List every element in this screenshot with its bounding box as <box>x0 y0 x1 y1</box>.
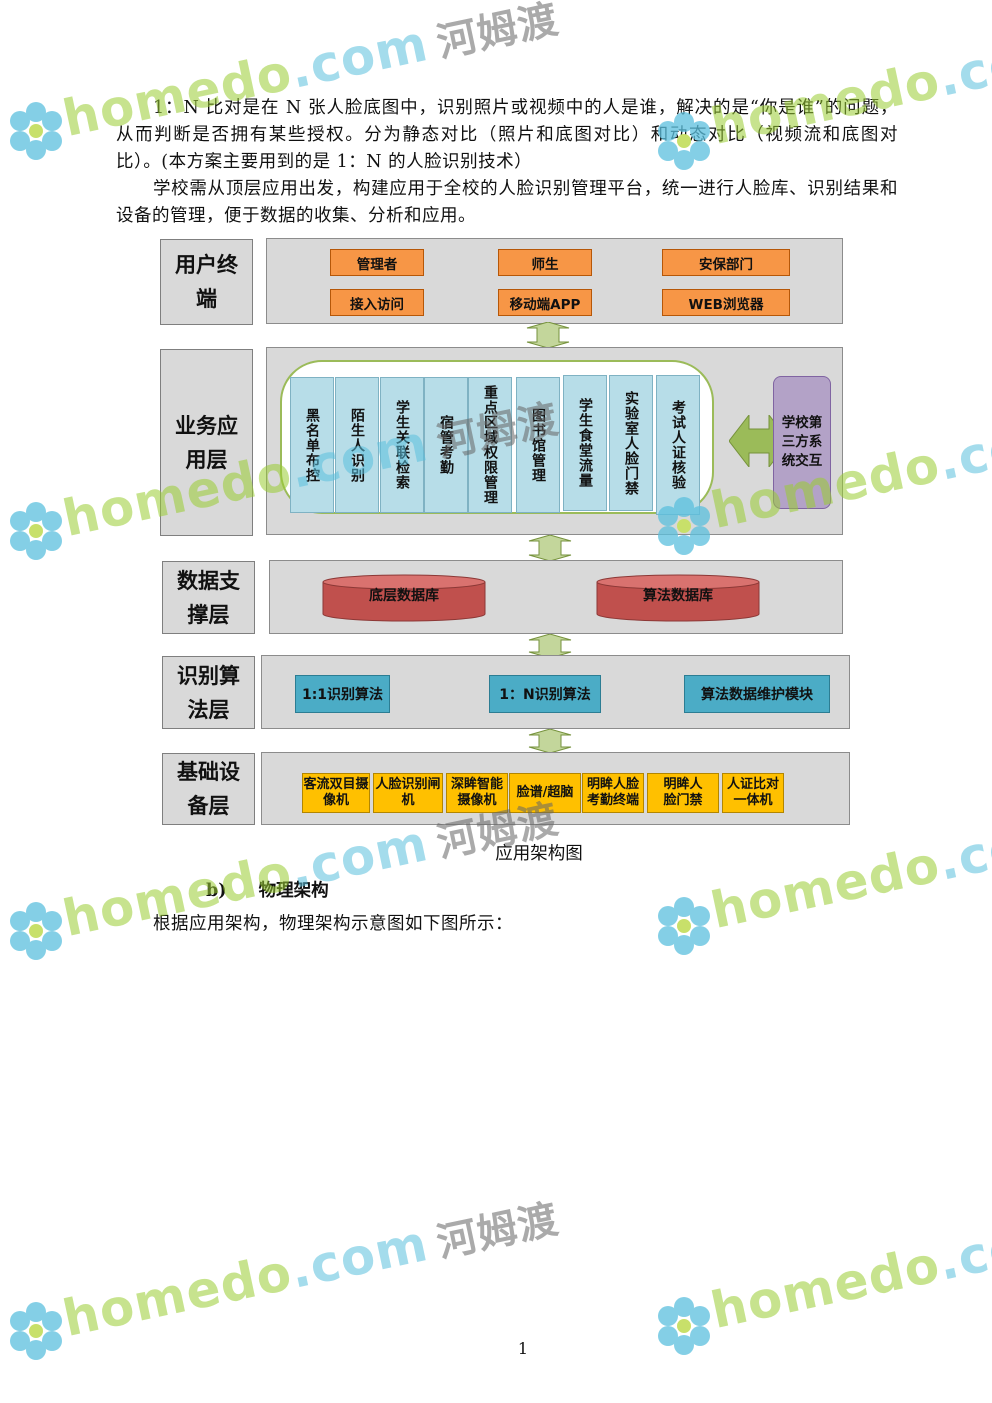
double-arrow-icon <box>528 634 572 658</box>
device-box-attendance-terminal: 明眸人脸考勤终端 <box>582 773 644 813</box>
layer-label-device: 基础设备层 <box>162 753 255 825</box>
device-box-smart-camera: 深眸智能摄像机 <box>446 773 508 813</box>
user-box-mobile-app: 移动端APP <box>498 289 592 316</box>
third-party-box: 学校第三方系统交互 <box>773 376 831 509</box>
device-box-facebook-superbrain: 脸谱/超脑 <box>509 773 581 813</box>
section-title: 物理架构 <box>258 881 329 901</box>
database-icon <box>596 574 760 622</box>
business-column-blacklist: 黑名单布控 <box>290 377 334 513</box>
business-column-lab-access: 实验室人脸门禁 <box>609 375 653 511</box>
flower-logo-icon <box>10 902 62 960</box>
algorithm-panel: 1:1识别算法 1：N识别算法 算法数据维护模块 <box>261 655 850 729</box>
device-box-face-door: 明眸人脸门禁 <box>647 773 719 813</box>
algorithm-box-1toN: 1：N识别算法 <box>489 675 601 713</box>
layer-label-algorithm: 识别算法层 <box>162 656 255 729</box>
business-column-stranger: 陌生人识别 <box>335 377 379 513</box>
layer-label-business: 业务应用层 <box>160 349 253 536</box>
layer-label-data: 数据支撑层 <box>162 561 255 634</box>
database-label-algorithm: 算法数据库 <box>643 588 713 604</box>
user-box-security: 安保部门 <box>662 249 790 276</box>
page-number: 1 <box>517 1339 529 1358</box>
architecture-diagram: 用户终端 管理者 师生 安保部门 接入访问 移动端APP WEB浏览器 业务应用… <box>160 238 850 825</box>
business-panel: 黑名单布控 陌生人识别 学生关联检索 宿管考勤 重点区域权限管理 图书馆管理 学… <box>266 347 843 535</box>
layer-label-user: 用户终端 <box>160 239 253 325</box>
business-column-exam-verify: 考试人证核验 <box>656 375 700 515</box>
database-label-base: 底层数据库 <box>369 588 439 604</box>
user-box-access: 接入访问 <box>330 289 424 316</box>
device-panel: 客流双目摄像机 人脸识别闸机 深眸智能摄像机 脸谱/超脑 明眸人脸考勤终端 明眸… <box>261 752 850 825</box>
user-box-web-browser: WEB浏览器 <box>662 289 790 316</box>
user-box-teacher-student: 师生 <box>498 249 592 276</box>
business-column-dorm-attendance: 宿管考勤 <box>424 377 468 513</box>
data-panel: 底层数据库 算法数据库 <box>269 560 843 634</box>
algorithm-box-maintenance: 算法数据维护模块 <box>684 675 830 713</box>
device-box-face-gate: 人脸识别闸机 <box>373 773 443 813</box>
business-column-canteen: 学生食堂流量 <box>563 375 607 511</box>
business-column-library: 图书馆管理 <box>516 377 560 513</box>
business-column-student-search: 学生关联检索 <box>380 377 424 513</box>
algorithm-box-1to1: 1:1识别算法 <box>295 675 390 713</box>
section-heading: b) 物理架构 <box>206 877 329 902</box>
section-number: b) <box>206 881 227 901</box>
user-box-manager: 管理者 <box>330 249 424 276</box>
device-box-id-verify-terminal: 人证比对一体机 <box>722 773 784 813</box>
double-arrow-icon <box>528 535 572 561</box>
database-icon <box>322 574 486 622</box>
figure-caption: 应用架构图 <box>495 844 583 864</box>
business-column-key-area: 重点区域权限管理 <box>468 377 512 513</box>
intro-paragraph-2: 学校需从顶层应用出发，构建应用于全校的人脸识别管理平台，统一进行人脸库、识别结果… <box>116 179 898 226</box>
user-terminal-panel: 管理者 师生 安保部门 接入访问 移动端APP WEB浏览器 <box>266 238 843 324</box>
double-arrow-icon <box>528 729 572 753</box>
double-arrow-icon <box>526 322 570 348</box>
section-paragraph: 根据应用架构，物理架构示意图如下图所示： <box>153 914 513 934</box>
device-box-people-counting-camera: 客流双目摄像机 <box>302 773 370 813</box>
